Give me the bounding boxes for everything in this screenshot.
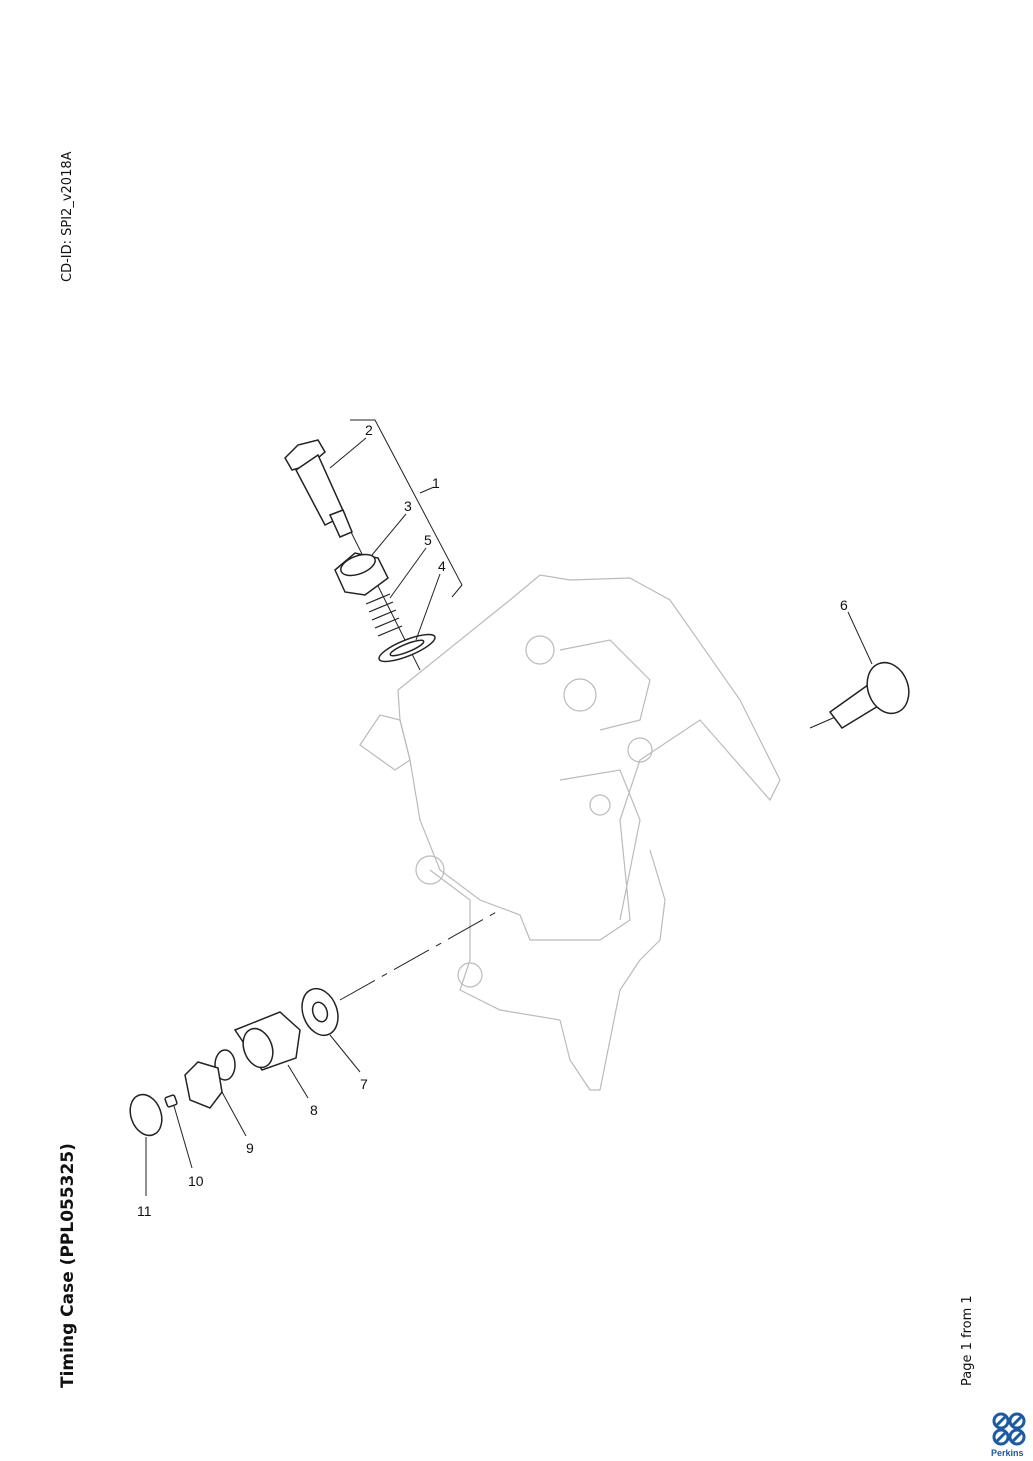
callout-9: 9 xyxy=(246,1140,254,1156)
callout-3: 3 xyxy=(404,498,412,514)
callout-7: 7 xyxy=(360,1076,368,1092)
callout-2: 2 xyxy=(365,422,373,438)
part-9-nut xyxy=(184,1049,236,1109)
callout-10: 10 xyxy=(188,1173,204,1189)
part-10-pin xyxy=(164,1094,178,1108)
callout-8: 8 xyxy=(310,1102,318,1118)
part-7-washer xyxy=(301,987,339,1037)
center-lines xyxy=(339,529,841,1001)
part-2-bolt xyxy=(284,439,353,538)
callout-4: 4 xyxy=(438,558,446,574)
part-3-nut xyxy=(334,552,389,596)
leader-lines xyxy=(145,437,873,1196)
part-11-plug xyxy=(129,1093,163,1137)
assembly-bracket xyxy=(350,419,463,598)
part-8-sleeve xyxy=(233,1011,301,1071)
callout-11: 11 xyxy=(137,1203,152,1219)
part-4-washer xyxy=(378,633,436,663)
part-5-spring xyxy=(365,593,403,637)
perkins-logo: Perkins xyxy=(991,1412,1026,1458)
callout-6: 6 xyxy=(840,597,848,613)
timing-case-housing xyxy=(359,574,781,1091)
callout-1: 1 xyxy=(432,475,440,491)
part-6-screw xyxy=(828,661,910,729)
brand-name: Perkins xyxy=(991,1448,1024,1458)
callout-5: 5 xyxy=(424,532,432,548)
